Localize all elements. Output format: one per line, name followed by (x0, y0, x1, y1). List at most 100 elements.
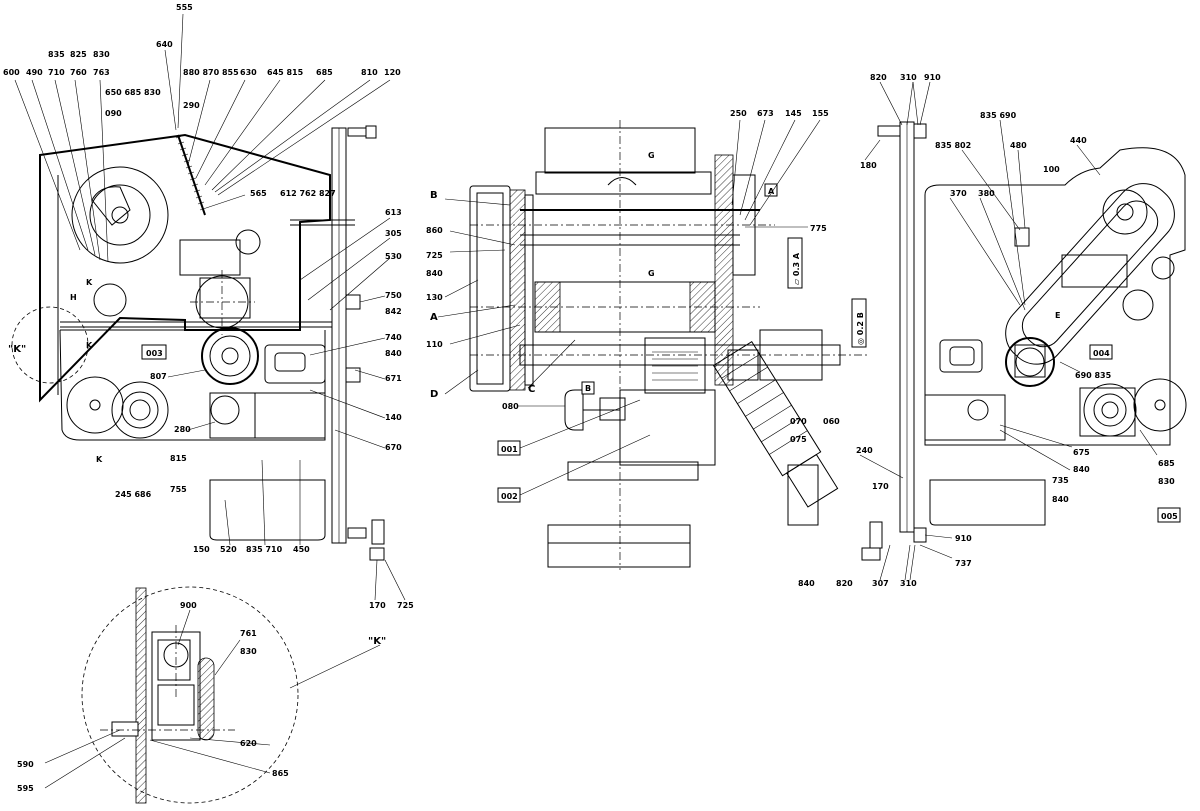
label-595: 595 (17, 784, 34, 793)
label-450: 450 (293, 545, 310, 554)
label-180: 180 (860, 161, 877, 170)
label-600: 600 (3, 68, 20, 77)
center-left-end-plate (469, 185, 511, 392)
label-842: 842 (385, 307, 402, 316)
label-645-815: 645 815 (267, 68, 304, 77)
label-612-762-827: 612 762 827 (280, 189, 336, 198)
label-002: 002 (501, 492, 518, 501)
label-555: 555 (176, 3, 193, 12)
label-170-right: 170 (872, 482, 889, 491)
label-760: 760 (70, 68, 87, 77)
left-lower-roller-1 (66, 376, 124, 434)
label-245-686: 245 686 (115, 490, 152, 499)
label-110: 110 (426, 340, 443, 349)
label-003: 003 (146, 349, 163, 358)
right-roller-1 (1083, 383, 1137, 437)
label-735: 735 (1052, 476, 1069, 485)
label-670: 670 (385, 443, 402, 452)
label-710: 710 (48, 68, 65, 77)
label-280: 280 (174, 425, 191, 434)
label-750: 750 (385, 291, 402, 300)
left-housing-outline (39, 133, 331, 403)
left-bearing (201, 327, 259, 385)
right-tray (929, 479, 1046, 526)
label-b-box: B (585, 384, 591, 393)
left-view (11, 125, 385, 561)
label-830-right: 830 (1158, 477, 1175, 486)
label-910-right: 910 (955, 534, 972, 543)
label-835-690: 835 690 (980, 111, 1017, 120)
label-835: 835 (48, 50, 65, 59)
label-650-685-830: 650 685 830 (105, 88, 161, 97)
label-370: 370 (950, 189, 967, 198)
left-lower-roller-2 (111, 381, 169, 439)
label-840-right-2: 840 (1073, 465, 1090, 474)
label-120: 120 (384, 68, 401, 77)
label-775: 775 (810, 224, 827, 233)
label-640: 640 (156, 40, 173, 49)
right-view (861, 121, 1187, 561)
left-drum (71, 166, 169, 264)
label-671: 671 (385, 374, 402, 383)
detail-k-leaders (44, 609, 381, 789)
label-675: 675 (1073, 448, 1090, 457)
label-520: 520 (220, 545, 237, 554)
center-top-frame (544, 127, 696, 174)
label-830-detail: 830 (240, 647, 257, 656)
label-k-3: K (96, 455, 103, 464)
label-835-802: 835 802 (935, 141, 971, 150)
label-613: 613 (385, 208, 402, 217)
label-h: H (70, 293, 77, 302)
right-angled-arm (1005, 183, 1175, 365)
label-130: 130 (426, 293, 443, 302)
label-740: 740 (385, 333, 402, 342)
label-763: 763 (93, 68, 110, 77)
label-307: 307 (872, 579, 889, 588)
label-590: 590 (17, 760, 34, 769)
label-310-right: 310 (900, 579, 917, 588)
label-737: 737 (955, 559, 972, 568)
label-240: 240 (856, 446, 873, 455)
center-view-leaders (437, 119, 821, 496)
center-view (469, 120, 870, 570)
label-620: 620 (240, 739, 257, 748)
label-k-2: K (86, 341, 93, 350)
label-070: 070 (790, 417, 807, 426)
label-001: 001 (501, 445, 518, 454)
label-725-center: 725 (426, 251, 443, 260)
label-k-left: "K" (8, 344, 26, 355)
label-480: 480 (1010, 141, 1027, 150)
label-290: 290 (183, 101, 200, 110)
label-b: B (430, 190, 438, 201)
label-004: 004 (1093, 349, 1110, 358)
label-900: 900 (180, 601, 197, 610)
label-155: 155 (812, 109, 829, 118)
label-840-right-3: 840 (1052, 495, 1069, 504)
label-761: 761 (240, 629, 257, 638)
label-060: 060 (823, 417, 840, 426)
label-k-detail: "K" (368, 636, 386, 647)
label-090: 090 (105, 109, 122, 118)
label-c: C (528, 384, 535, 395)
label-e: E (1055, 311, 1060, 320)
label-440: 440 (1070, 136, 1087, 145)
label-820-right: 820 (836, 579, 853, 588)
label-810: 810 (361, 68, 378, 77)
center-base (547, 524, 691, 568)
label-g-1: G (648, 151, 655, 160)
label-170: 170 (369, 601, 386, 610)
label-685-right: 685 (1158, 459, 1175, 468)
label-k-1: K (86, 278, 93, 287)
label-840: 840 (385, 349, 402, 358)
label-075: 075 (790, 435, 807, 444)
label-815: 815 (170, 454, 187, 463)
label-910: 910 (924, 73, 941, 82)
part-labels: 555 640 835 825 830 600 490 710 760 763 … (3, 3, 1178, 793)
center-knob (564, 389, 584, 431)
right-housing-outline (924, 147, 1186, 446)
label-755: 755 (170, 485, 187, 494)
label-825: 825 (70, 50, 87, 59)
label-807: 807 (150, 372, 167, 381)
detail-k (81, 586, 299, 804)
